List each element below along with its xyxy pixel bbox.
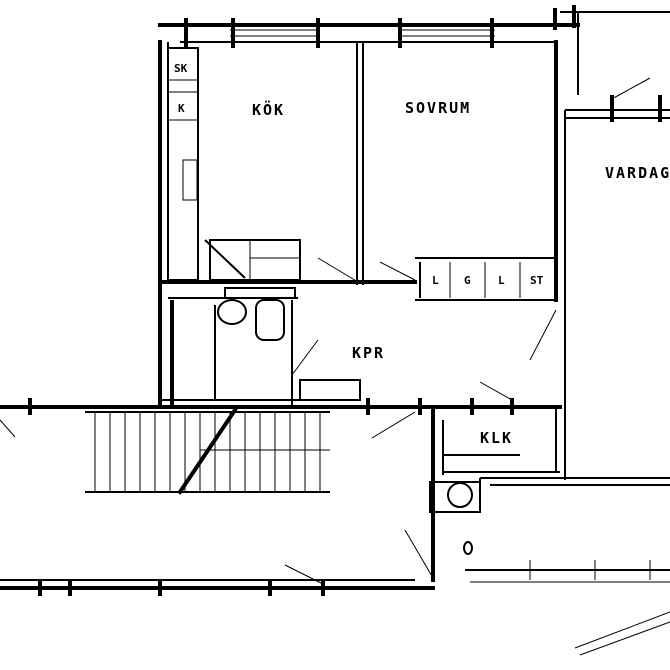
bathroom-fixtures: [214, 287, 296, 400]
room-label-closet: KLK: [480, 429, 513, 447]
wardrobe-label-1: L: [432, 274, 439, 287]
hall-bench: [299, 379, 361, 401]
room-label-bedroom: SOVRUM: [405, 99, 471, 117]
staircase: [85, 407, 330, 495]
sink: [255, 299, 285, 341]
wardrobe-label-3: L: [498, 274, 505, 287]
room-label-hall: KPR: [352, 344, 385, 362]
toilet: [217, 299, 247, 325]
wardrobe-label-4: ST: [530, 274, 544, 287]
room-label-kitchen: KÖK: [252, 100, 285, 119]
round-fixture: [447, 482, 473, 508]
cabinet-label-sk: SK: [174, 62, 188, 75]
drain-marker: [463, 541, 473, 555]
kitchen-counter: [167, 47, 301, 281]
room-label-livingroom: VARDAGS: [605, 164, 670, 182]
wardrobe-label-2: G: [464, 274, 471, 287]
door-swings: [0, 77, 670, 656]
cabinet-label-k: K: [178, 102, 185, 115]
walls: [0, 5, 670, 596]
